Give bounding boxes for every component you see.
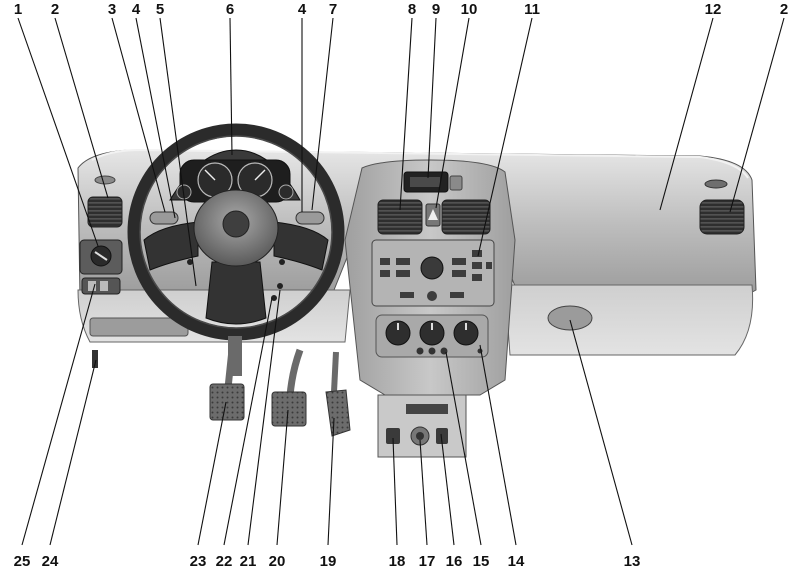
right-side-vent (699, 199, 745, 235)
callout-19: 19 (320, 553, 337, 570)
callout-10: 10 (461, 1, 478, 18)
temp-gauge (278, 184, 294, 200)
center-vent-left (377, 199, 423, 235)
accelerator-pedal (325, 389, 351, 437)
pedals (209, 348, 351, 437)
callout-17: 17 (419, 553, 436, 570)
callout-18: 18 (389, 553, 406, 570)
callout-12: 12 (705, 1, 722, 18)
callout-20: 20 (269, 553, 286, 570)
callout-23: 23 (190, 553, 207, 570)
callouts-bottom: 25 24 23 22 21 20 19 18 17 16 15 14 13 (14, 553, 641, 570)
callout-4-right: 4 (298, 1, 307, 18)
center-vent-right (441, 199, 491, 235)
steering-wheel (127, 123, 345, 341)
callout-13: 13 (624, 553, 641, 570)
storage-slot (89, 317, 189, 337)
callout-11: 11 (524, 1, 540, 18)
callout-2-right: 2 (780, 1, 788, 18)
callout-6: 6 (226, 1, 234, 18)
clutch-pedal (209, 383, 245, 421)
left-side-vent (87, 196, 123, 228)
callout-5: 5 (156, 1, 164, 18)
light-switch-panel (79, 239, 123, 295)
callout-9: 9 (432, 1, 440, 18)
display-button (449, 175, 463, 191)
callout-1: 1 (14, 1, 22, 18)
callout-15: 15 (473, 553, 490, 570)
callout-25: 25 (14, 553, 31, 570)
callout-2-left: 2 (51, 1, 59, 18)
horn-emblem (222, 210, 250, 238)
brake-pedal (271, 391, 307, 427)
callout-22: 22 (216, 553, 233, 570)
callout-16: 16 (446, 553, 463, 570)
leader-lines-bottom (21, 283, 633, 546)
right-stalk (295, 211, 325, 225)
callout-7: 7 (329, 1, 337, 18)
console-switches (386, 404, 448, 446)
leader-lines-top (17, 17, 785, 287)
callout-21: 21 (240, 553, 257, 570)
callout-14: 14 (508, 553, 525, 570)
callouts-top: 1 2 3 4 5 6 4 7 8 9 10 11 12 2 (14, 1, 788, 18)
fan-knob (385, 320, 411, 346)
bonnet-release (92, 350, 98, 368)
radio-volume-knob (420, 256, 444, 280)
callout-4-left: 4 (132, 1, 141, 18)
temp-knob (419, 320, 445, 346)
climate-controls (375, 314, 489, 358)
callout-24: 24 (42, 553, 59, 570)
glovebox-handle (547, 305, 593, 331)
radio-buttons (380, 250, 492, 301)
air-distribution-knob (453, 320, 479, 346)
glovebox-panel (504, 284, 754, 356)
callout-8: 8 (408, 1, 416, 18)
left-stalk (149, 211, 179, 225)
callout-3: 3 (108, 1, 116, 18)
